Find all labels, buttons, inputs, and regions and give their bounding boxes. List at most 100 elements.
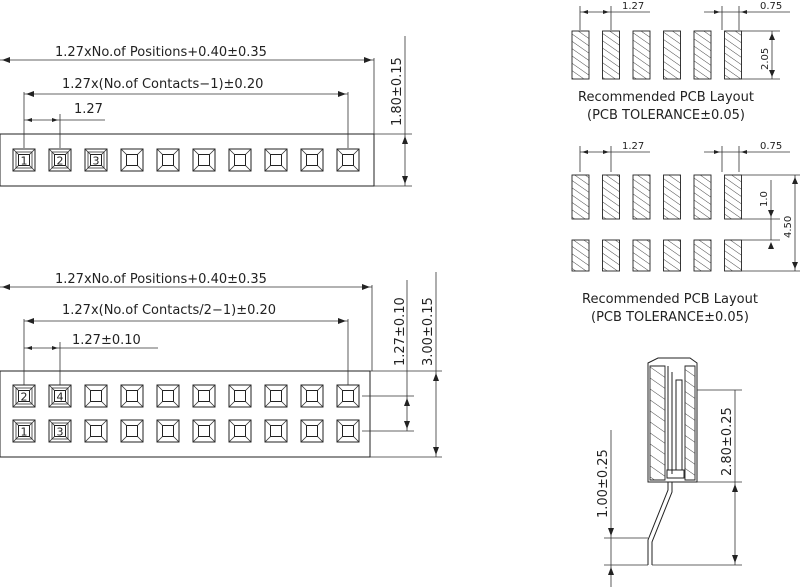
pcb-dual-bottom-pad-4 — [663, 239, 681, 272]
pcb-dual-pad-width-dim: 0.75 — [704, 141, 790, 172]
side-lead-length-label: 1.00±0.25 — [596, 449, 611, 518]
side-contact — [667, 366, 683, 474]
pcb-dual-bottom-pad-6 — [724, 239, 742, 272]
pcb-single-pitch-label: 1.27 — [622, 1, 644, 12]
dual-height-label: 3.00±0.15 — [421, 297, 436, 366]
pcb-dual-top-pad-1 — [571, 174, 590, 220]
dual-top-cell-10 — [336, 384, 360, 408]
dual-row-view: 2 1 4 3 1.27xNo.of Positions+0.40±0.35 1.27… — [0, 272, 442, 458]
dual-bottom-cell-8 — [264, 419, 288, 443]
dual-bottom-cell-7 — [228, 419, 252, 443]
side-lead — [647, 482, 673, 565]
dual-bottom-cell-2: 3 — [48, 419, 72, 443]
pcb-single-pad-5 — [693, 30, 712, 80]
side-lead-length-dim: 1.00±0.25 — [596, 430, 648, 587]
dual-top-cell-6 — [192, 384, 216, 408]
side-body-height-dim: 2.80±0.25 — [652, 389, 742, 566]
side-contact-base — [666, 469, 685, 479]
dual-row-pitch-dim: 1.27±0.10 — [362, 280, 414, 432]
dual-top-cell-5 — [156, 384, 180, 408]
dual-total-width-label: 1.27xNo.of Positions+0.40±0.35 — [55, 272, 267, 287]
dual-bottom-cell-3 — [84, 419, 108, 443]
pcb-single-pad-length-dim: 2.05 — [740, 30, 780, 80]
single-row-body — [0, 133, 375, 187]
single-cell-2: 2 — [48, 148, 72, 172]
single-cell-1-number: 1 — [21, 155, 28, 168]
single-cell-9 — [300, 148, 324, 172]
single-contact-span-label: 1.27x(No.of Contacts−1)±0.20 — [62, 77, 263, 92]
dual-row-pitch-label: 1.27±0.10 — [393, 297, 408, 366]
dual-top-cell-9 — [300, 384, 324, 408]
single-cell-4 — [120, 148, 144, 172]
pcb-single-caption-2: (PCB TOLERANCE±0.05) — [587, 108, 745, 123]
pcb-single-pads — [571, 30, 742, 80]
pcb-dual-top-pad-3 — [632, 174, 651, 220]
dual-top-cell-1-number: 2 — [21, 391, 28, 404]
pcb-single-pad-length-label: 2.05 — [760, 48, 771, 70]
single-contact-span-dim: 1.27x(No.of Contacts−1)±0.20 — [23, 77, 349, 148]
pcb-single-pad-2 — [602, 30, 620, 80]
single-height-label: 1.80±0.15 — [390, 57, 405, 126]
pcb-single-pad-6 — [724, 30, 742, 80]
single-cell-1: 1 — [12, 148, 36, 172]
pcb-single-pitch-dim: 1.27 — [579, 1, 650, 30]
pcb-dual-bottom-pad-3 — [632, 239, 651, 272]
pcb-dual-bottom-pad-5 — [693, 239, 712, 272]
dual-contact-span-dim: 1.27x(No.of Contacts/2−1)±0.20 — [23, 303, 349, 385]
side-left-wall — [649, 365, 666, 481]
single-pitch-dim: 1.27 — [24, 102, 105, 148]
single-cell-10 — [336, 148, 360, 172]
dual-bottom-cell-9 — [300, 419, 324, 443]
dual-top-cell-3 — [84, 384, 108, 408]
dual-top-cell-1: 2 — [12, 384, 36, 408]
pcb-single-pad-1 — [571, 30, 590, 80]
dual-top-cell-4 — [120, 384, 144, 408]
side-body-height-label: 2.80±0.25 — [720, 407, 735, 476]
dual-top-cell-2: 4 — [48, 384, 72, 408]
single-height-dim: 1.80±0.15 — [374, 36, 412, 187]
single-cell-5 — [156, 148, 180, 172]
dual-bottom-cell-1: 1 — [12, 419, 36, 443]
dual-bottom-cell-2-number: 3 — [57, 426, 64, 439]
dual-bottom-cell-5 — [156, 419, 180, 443]
pcb-dual-pads — [571, 174, 742, 272]
pcb-dual-row-gap-label: 1.0 — [759, 191, 770, 207]
pcb-dual-row-gap-dim: 1.0 — [740, 180, 780, 249]
dual-total-width-dim: 1.27xNo.of Positions+0.40±0.35 — [0, 272, 373, 371]
side-right-wall — [684, 365, 696, 481]
single-row-cells: 1 2 3 — [12, 148, 360, 172]
dual-row-body — [0, 370, 371, 458]
pcb-single-pad-3 — [632, 30, 651, 80]
dual-top-cell-2-number: 4 — [57, 391, 64, 404]
pcb-dual-bottom-pad-1 — [571, 239, 590, 272]
single-cell-3: 3 — [84, 148, 108, 172]
pcb-dual-pad-width-label: 0.75 — [760, 141, 782, 152]
pcb-dual-total-length-dim: 4.50 — [740, 174, 800, 272]
single-cell-7 — [228, 148, 252, 172]
pcb-single-layout: 1.27 0.75 2.05 Recommended PCB Layout (P… — [571, 1, 790, 123]
single-row-view: 1 2 3 1.27xNo.of Positions+0.40±0.35 1.27x… — [0, 36, 412, 187]
dual-contact-span-label: 1.27x(No.of Contacts/2−1)±0.20 — [62, 303, 276, 318]
dual-height-dim: 3.00±0.15 — [370, 272, 442, 458]
pcb-single-pad-4 — [663, 30, 681, 80]
single-total-width-dim: 1.27xNo.of Positions+0.40±0.35 — [0, 45, 375, 134]
pcb-dual-layout: 1.27 0.75 1.0 4.50 Recommended PCB Lay — [571, 141, 800, 325]
pcb-dual-pitch-dim: 1.27 — [579, 141, 650, 172]
pcb-dual-bottom-pad-2 — [602, 239, 620, 272]
single-cell-2-number: 2 — [57, 155, 64, 168]
pcb-single-pad-width-dim: 0.75 — [704, 1, 790, 30]
pcb-dual-caption-1: Recommended PCB Layout — [582, 292, 758, 307]
single-cell-6 — [192, 148, 216, 172]
pcb-single-pad-width-label: 0.75 — [760, 1, 782, 12]
pcb-dual-top-pad-4 — [663, 174, 681, 220]
dual-top-cell-8 — [264, 384, 288, 408]
pcb-dual-total-length-label: 4.50 — [783, 216, 794, 238]
single-total-width-label: 1.27xNo.of Positions+0.40±0.35 — [55, 45, 267, 60]
pcb-dual-top-pad-5 — [693, 174, 712, 220]
pcb-dual-pitch-label: 1.27 — [622, 141, 644, 152]
dual-bottom-cell-6 — [192, 419, 216, 443]
side-body-outline — [647, 357, 698, 483]
dual-pitch-label: 1.27±0.10 — [72, 333, 141, 348]
dual-bottom-cell-10 — [336, 419, 360, 443]
